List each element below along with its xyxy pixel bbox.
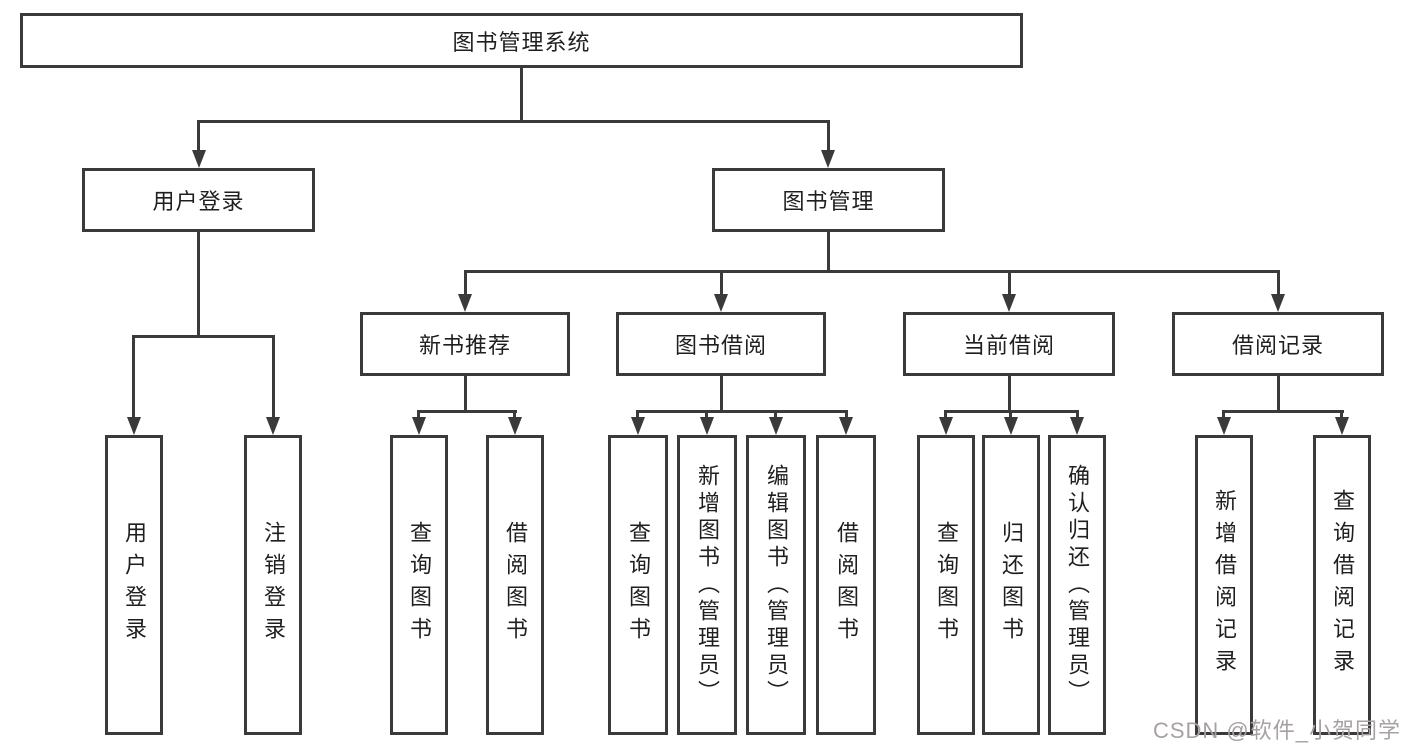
node-library-system: 图书管理系统 bbox=[20, 13, 1023, 68]
connector-line bbox=[1009, 410, 1012, 417]
node-book-borrowing: 图书借阅 bbox=[616, 312, 826, 376]
node-label: 用户登录 bbox=[152, 189, 245, 214]
arrow-down-icon bbox=[821, 150, 835, 168]
leaf-borrow-books: 借阅图书 bbox=[816, 435, 876, 735]
leaf-label: 新增图书（管理员） bbox=[695, 463, 720, 707]
node-user-login: 用户登录 bbox=[82, 168, 315, 232]
node-label: 图书借阅 bbox=[674, 333, 767, 358]
arrow-down-icon bbox=[508, 417, 522, 435]
arrow-down-icon bbox=[1271, 294, 1285, 312]
connector-line bbox=[720, 376, 723, 410]
arrow-down-icon bbox=[192, 150, 206, 168]
leaf-logout: 注销登录 bbox=[244, 435, 302, 735]
arrow-down-icon bbox=[1217, 417, 1231, 435]
connector-line bbox=[944, 410, 947, 417]
leaf-return-books: 归还图书 bbox=[982, 435, 1040, 735]
connector-line bbox=[417, 410, 420, 417]
arrow-down-icon bbox=[1070, 417, 1084, 435]
connector-line bbox=[705, 410, 708, 417]
arrow-down-icon bbox=[631, 417, 645, 435]
arrow-down-icon bbox=[939, 417, 953, 435]
connector-line bbox=[1222, 410, 1225, 417]
connector-line bbox=[464, 270, 467, 294]
arrow-down-icon bbox=[458, 294, 472, 312]
leaf-label: 归还图书 bbox=[999, 521, 1024, 649]
leaf-label: 查询图书 bbox=[934, 521, 959, 649]
connector-line bbox=[774, 410, 777, 417]
leaf-add-books-admin: 新增图书（管理员） bbox=[677, 435, 737, 735]
node-new-book-recommendation: 新书推荐 bbox=[360, 312, 570, 376]
csdn-watermark: CSDN @软件_小贺同学 bbox=[1152, 718, 1401, 743]
node-label: 图书管理 bbox=[782, 189, 875, 214]
arrow-down-icon bbox=[412, 417, 426, 435]
arrow-down-icon bbox=[714, 294, 728, 312]
connector-line bbox=[513, 410, 516, 417]
arrow-down-icon bbox=[127, 417, 141, 435]
leaf-edit-books-admin: 编辑图书（管理员） bbox=[746, 435, 806, 735]
connector-line bbox=[197, 232, 200, 335]
leaf-label: 查询图书 bbox=[626, 521, 651, 649]
node-label: 当前借阅 bbox=[962, 333, 1055, 358]
leaf-label: 借阅图书 bbox=[834, 521, 859, 649]
arrow-down-icon bbox=[700, 417, 714, 435]
leaf-label: 确认归还（管理员） bbox=[1065, 463, 1090, 707]
connector-line bbox=[197, 120, 830, 123]
connector-line bbox=[636, 410, 639, 417]
connector-line bbox=[1222, 410, 1344, 413]
leaf-label: 借阅图书 bbox=[503, 521, 528, 649]
connector-line bbox=[520, 68, 523, 120]
arrow-down-icon bbox=[266, 417, 280, 435]
connector-line bbox=[1340, 410, 1343, 417]
leaf-query-books-recommend: 查询图书 bbox=[390, 435, 448, 735]
leaf-confirm-return-admin: 确认归还（管理员） bbox=[1048, 435, 1106, 735]
connector-line bbox=[417, 410, 517, 413]
connector-line bbox=[1277, 270, 1280, 294]
connector-line bbox=[636, 410, 848, 413]
connector-line bbox=[197, 120, 200, 150]
connector-line bbox=[827, 120, 830, 150]
leaf-label: 新增借阅记录 bbox=[1212, 489, 1237, 681]
node-label: 图书管理系统 bbox=[452, 29, 591, 55]
arrow-down-icon bbox=[1335, 417, 1349, 435]
connector-line bbox=[132, 335, 275, 338]
leaf-query-books-borrowing: 查询图书 bbox=[608, 435, 668, 735]
arrow-down-icon bbox=[1002, 294, 1016, 312]
node-borrowing-records: 借阅记录 bbox=[1172, 312, 1384, 376]
arrow-down-icon bbox=[1004, 417, 1018, 435]
leaf-borrow-books-recommend: 借阅图书 bbox=[486, 435, 544, 735]
leaf-label: 查询借阅记录 bbox=[1330, 489, 1355, 681]
leaf-label: 用户登录 bbox=[122, 521, 147, 649]
connector-line bbox=[720, 270, 723, 294]
node-current-borrowing: 当前借阅 bbox=[903, 312, 1115, 376]
leaf-add-borrow-record: 新增借阅记录 bbox=[1195, 435, 1253, 735]
connector-line bbox=[272, 335, 275, 417]
connector-line bbox=[464, 270, 1279, 273]
connector-line bbox=[1277, 376, 1280, 410]
connector-line bbox=[845, 410, 848, 417]
leaf-user-login: 用户登录 bbox=[105, 435, 163, 735]
leaf-label: 注销登录 bbox=[261, 521, 286, 649]
connector-line bbox=[464, 376, 467, 410]
connector-line bbox=[132, 335, 135, 417]
connector-line bbox=[827, 232, 830, 270]
leaf-query-borrow-record: 查询借阅记录 bbox=[1313, 435, 1371, 735]
connector-line bbox=[1008, 270, 1011, 294]
arrow-down-icon bbox=[769, 417, 783, 435]
connector-line bbox=[1008, 376, 1011, 410]
connector-line bbox=[1076, 410, 1079, 417]
leaf-label: 编辑图书（管理员） bbox=[764, 463, 789, 707]
node-label: 借阅记录 bbox=[1231, 333, 1324, 358]
node-book-management: 图书管理 bbox=[712, 168, 945, 232]
arrow-down-icon bbox=[839, 417, 853, 435]
node-label: 新书推荐 bbox=[418, 333, 511, 358]
leaf-query-books-current: 查询图书 bbox=[917, 435, 975, 735]
leaf-label: 查询图书 bbox=[407, 521, 432, 649]
